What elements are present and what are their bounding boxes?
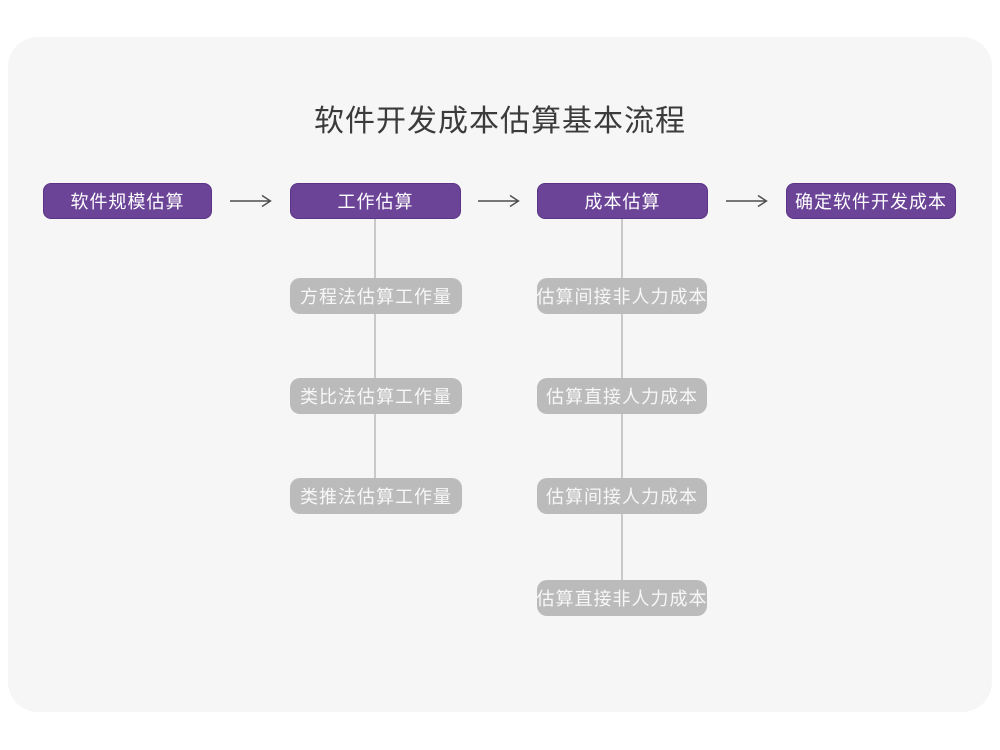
flow-node-cost-estimation: 成本估算	[537, 183, 708, 219]
sub-node-label: 估算直接人力成本	[546, 387, 698, 408]
diagram-title: 软件开发成本估算基本流程	[314, 104, 686, 139]
connector-line-work	[374, 219, 376, 497]
flow-node-determine-cost: 确定软件开发成本	[786, 183, 956, 219]
diagram-card	[8, 37, 992, 712]
sub-node-equation-method: 方程法估算工作量	[290, 278, 462, 314]
flow-node-label: 工作估算	[337, 192, 414, 213]
sub-node-indirect-nonlabor-cost: 估算间接非人力成本	[537, 278, 707, 314]
sub-node-direct-nonlabor-cost: 估算直接非人力成本	[537, 580, 707, 616]
flow-node-software-scale-estimation: 软件规模估算	[43, 183, 212, 219]
sub-node-direct-labor-cost: 估算直接人力成本	[537, 378, 707, 414]
arrow-right-icon	[230, 194, 272, 208]
sub-node-label: 类比法估算工作量	[300, 387, 452, 408]
flow-node-work-estimation: 工作估算	[290, 183, 461, 219]
flow-node-label: 成本估算	[584, 192, 661, 213]
sub-node-analogy-method: 类比法估算工作量	[290, 378, 462, 414]
sub-node-extrapolation-method: 类推法估算工作量	[290, 478, 462, 514]
sub-node-label: 方程法估算工作量	[300, 287, 452, 308]
sub-node-label: 估算直接非人力成本	[536, 589, 708, 610]
sub-node-label: 估算间接人力成本	[546, 487, 698, 508]
sub-node-label: 类推法估算工作量	[300, 487, 452, 508]
flow-node-label: 软件规模估算	[70, 192, 185, 213]
sub-node-indirect-labor-cost: 估算间接人力成本	[537, 478, 707, 514]
arrow-right-icon	[478, 194, 520, 208]
flow-node-label: 确定软件开发成本	[795, 192, 947, 213]
sub-node-label: 估算间接非人力成本	[536, 287, 708, 308]
arrow-right-icon	[726, 194, 768, 208]
